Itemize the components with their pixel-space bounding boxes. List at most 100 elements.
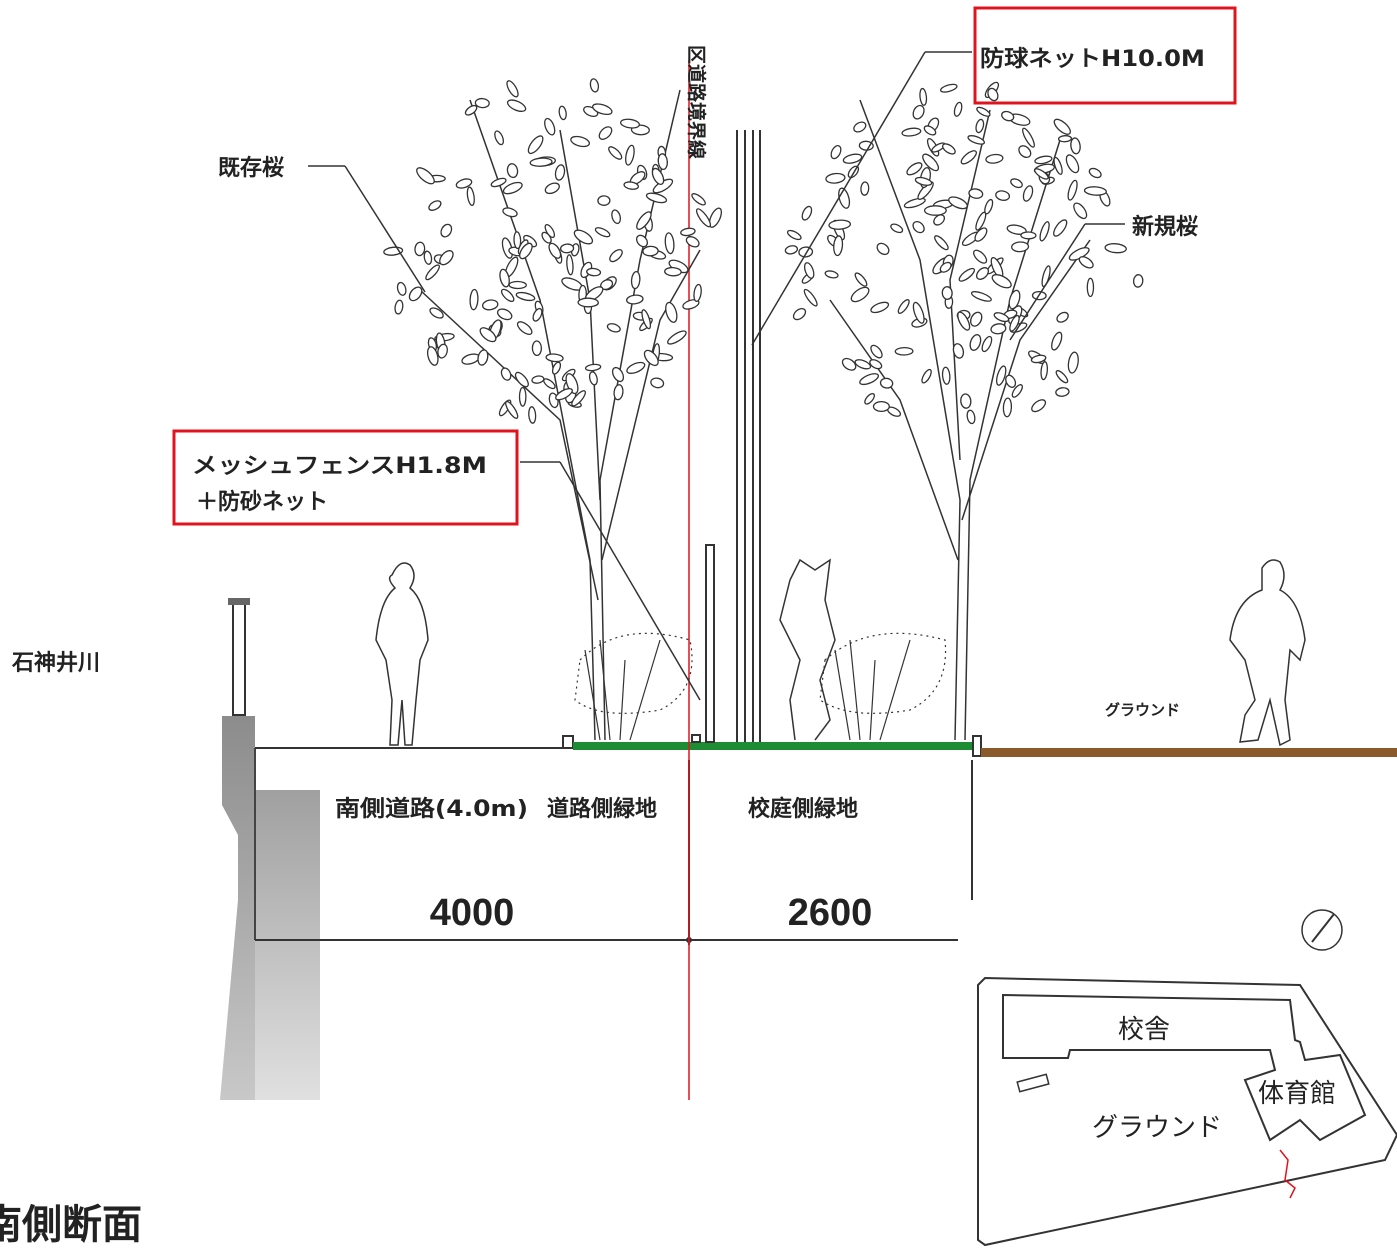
leaf bbox=[502, 207, 518, 218]
leaf bbox=[1073, 202, 1088, 220]
leaf bbox=[985, 153, 1004, 164]
leaf bbox=[912, 104, 925, 120]
leaf bbox=[1067, 179, 1078, 201]
leaf bbox=[408, 286, 423, 302]
leaf bbox=[912, 220, 925, 234]
leaf bbox=[801, 205, 813, 221]
mesh-fence-label-line2: ＋防砂ネット bbox=[196, 489, 328, 515]
leaf bbox=[948, 196, 968, 210]
leaf bbox=[548, 242, 562, 259]
leaf bbox=[879, 377, 894, 389]
leaf bbox=[960, 150, 977, 165]
leaf bbox=[515, 291, 536, 302]
leaf bbox=[527, 135, 544, 155]
leaf bbox=[570, 135, 590, 148]
leaf bbox=[872, 400, 890, 413]
leaf bbox=[987, 87, 999, 102]
leaf bbox=[1053, 156, 1063, 175]
leaf bbox=[396, 281, 407, 296]
leaf bbox=[912, 301, 925, 324]
leaf bbox=[437, 343, 448, 359]
north-arrow-icon bbox=[1301, 909, 1343, 951]
leaf bbox=[970, 291, 992, 302]
leaf bbox=[558, 105, 567, 121]
leaf bbox=[682, 299, 700, 310]
leaf bbox=[479, 327, 497, 343]
leaf bbox=[1055, 387, 1070, 397]
leaf bbox=[1031, 399, 1047, 413]
leaf bbox=[1011, 384, 1023, 398]
leaf bbox=[414, 241, 426, 257]
leaf bbox=[641, 309, 652, 330]
leaf bbox=[939, 261, 952, 273]
leaf bbox=[969, 311, 983, 327]
leaf bbox=[425, 264, 440, 281]
leaf bbox=[901, 127, 922, 137]
leaf bbox=[894, 346, 914, 356]
leaf bbox=[500, 288, 515, 303]
pedestrian-figure bbox=[375, 562, 429, 746]
leaf bbox=[543, 378, 556, 390]
leaf bbox=[958, 267, 976, 282]
leaf bbox=[1051, 331, 1063, 351]
leaf bbox=[897, 299, 910, 314]
leaf bbox=[1010, 178, 1023, 189]
existing-cherry-label: 既存桜 bbox=[218, 155, 284, 181]
leaf bbox=[903, 197, 926, 209]
leaf bbox=[1034, 155, 1053, 165]
leaf bbox=[490, 177, 507, 188]
leaf bbox=[531, 340, 543, 357]
leaf bbox=[792, 307, 807, 321]
mesh-fence-label-line1: メッシュフェンスH1.8M bbox=[192, 454, 487, 479]
leaf bbox=[1057, 135, 1073, 143]
new-cherry-tree bbox=[829, 99, 1091, 741]
leaf bbox=[858, 140, 874, 151]
leaf bbox=[803, 262, 815, 279]
leaf bbox=[680, 227, 696, 237]
leaf bbox=[974, 227, 988, 242]
leaf bbox=[664, 266, 682, 277]
leaf bbox=[554, 164, 566, 181]
leaf bbox=[383, 246, 404, 256]
leaf bbox=[624, 144, 635, 166]
leaf bbox=[995, 190, 1011, 201]
leaf bbox=[1022, 127, 1035, 148]
leaf bbox=[975, 118, 985, 134]
leaf bbox=[870, 301, 890, 314]
leaf bbox=[505, 400, 519, 419]
leaf bbox=[1018, 145, 1032, 159]
leaf bbox=[502, 181, 523, 195]
leaf bbox=[921, 368, 932, 384]
leaf bbox=[620, 118, 640, 129]
leaf bbox=[685, 236, 700, 248]
leaf bbox=[952, 343, 965, 359]
leaf bbox=[423, 250, 433, 265]
leaf bbox=[577, 297, 599, 308]
leaf bbox=[584, 363, 602, 372]
leaf bbox=[828, 219, 852, 230]
leaf bbox=[990, 323, 1007, 335]
school-side-green-label: 校庭側緑地 bbox=[748, 796, 858, 822]
leaf bbox=[693, 283, 702, 302]
leaf bbox=[518, 386, 527, 407]
leaf bbox=[1002, 397, 1013, 418]
leaf bbox=[428, 200, 442, 211]
leaf bbox=[643, 349, 659, 367]
leaf bbox=[516, 321, 533, 336]
leaf bbox=[870, 344, 883, 359]
leaf bbox=[919, 87, 928, 106]
leaf bbox=[993, 312, 1010, 323]
leaf bbox=[613, 384, 624, 401]
leaf bbox=[566, 254, 574, 276]
leaf bbox=[1065, 154, 1080, 174]
leaf bbox=[466, 186, 475, 207]
leaf bbox=[506, 99, 527, 112]
leaf bbox=[969, 334, 982, 351]
leaf bbox=[477, 349, 489, 366]
leaf bbox=[917, 181, 934, 201]
leaf bbox=[506, 163, 519, 179]
leaf bbox=[1034, 168, 1049, 180]
leaf bbox=[506, 80, 519, 98]
ground-surface bbox=[981, 748, 1397, 757]
leaf bbox=[608, 146, 623, 160]
